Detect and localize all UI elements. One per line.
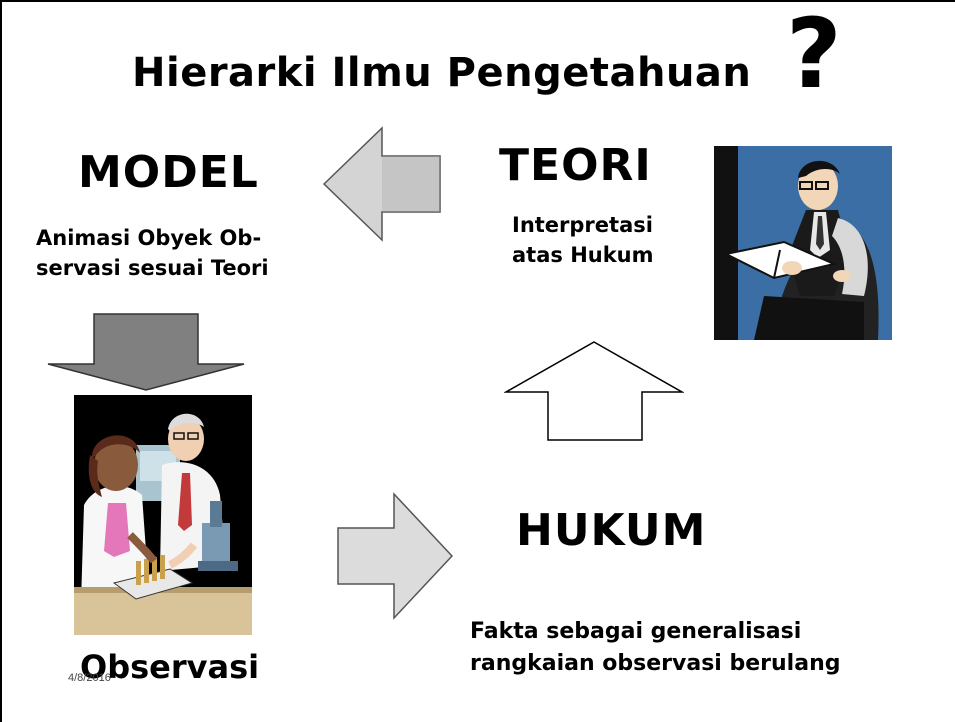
- reader-clipart-icon: [714, 146, 892, 340]
- arrow-down-icon: [47, 313, 245, 391]
- model-description: Animasi Obyek Ob- servasi sesuai Teori: [36, 223, 269, 284]
- model-desc-line-2: servasi sesuai Teori: [36, 256, 269, 281]
- question-mark-icon: ?: [786, 0, 842, 110]
- hukum-desc-line-1: Fakta sebagai generalisasi: [470, 619, 802, 644]
- teori-label: TEORI: [499, 140, 652, 191]
- observasi-label: Observasi: [80, 648, 260, 686]
- hukum-description: Fakta sebagai generalisasi rangkaian obs…: [470, 616, 840, 680]
- footer-date: 4/8/2016: [68, 672, 111, 684]
- hukum-label: HUKUM: [516, 505, 707, 556]
- arrow-up-icon: [504, 341, 684, 441]
- lab-scientists-clipart-icon: [74, 395, 252, 635]
- teori-desc-line-1: Interpretasi: [512, 213, 653, 237]
- model-label: MODEL: [78, 147, 259, 198]
- teori-description: Interpretasi atas Hukum: [512, 210, 654, 271]
- arrow-left-icon: [322, 126, 441, 242]
- teori-desc-line-2: atas Hukum: [512, 243, 654, 268]
- slide-title: Hierarki Ilmu Pengetahuan: [132, 50, 752, 96]
- hukum-desc-line-2: rangkaian observasi berulang: [470, 650, 841, 676]
- model-desc-line-1: Animasi Obyek Ob-: [36, 226, 262, 250]
- arrow-right-icon: [337, 492, 454, 620]
